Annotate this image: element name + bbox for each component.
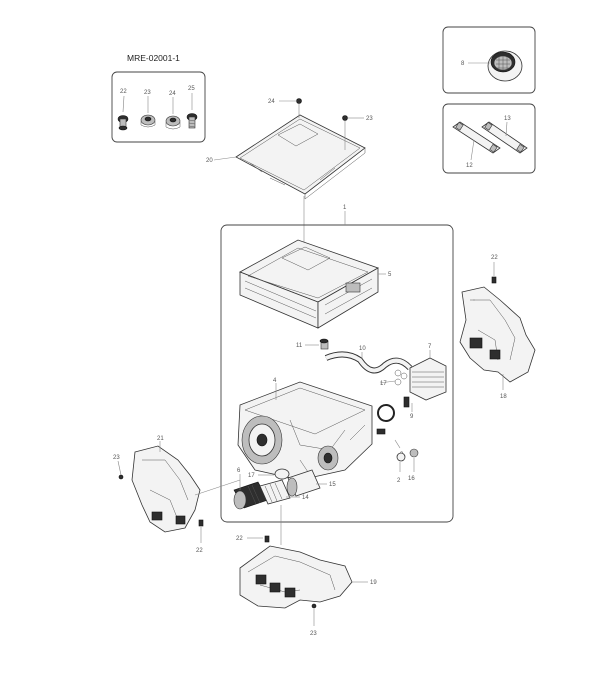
seal-rings: 17 [379,369,408,387]
label-12: 12 [466,163,473,169]
label-13: 13 [504,116,511,122]
label-16: 16 [408,476,415,482]
label-21: 21 [157,436,164,442]
filter-15: 15 [286,469,336,497]
inverter-module-5: 5 [239,239,392,329]
label-23b: 23 [366,116,373,122]
label-20: 20 [206,158,213,164]
nut-23-icon [140,114,156,128]
diagram-id: MRE-02001-1 [127,53,180,63]
main-assembly-frame: 1 [220,205,454,523]
label-23a: 23 [144,90,151,96]
nut-23-on-mount-19: 23 [310,603,317,637]
label-22a: 22 [120,89,127,95]
label-17b: 17 [248,473,255,479]
label-7: 7 [428,344,432,350]
busbar-12-icon [452,121,501,154]
label-24a: 24 [169,91,176,97]
bolt-25-icon [186,113,198,129]
label-4: 4 [273,378,277,384]
connector-callout-box: 8 [442,26,536,94]
label-25: 25 [188,86,195,92]
fastener-callout-box: 22 23 24 25 [111,71,206,143]
label-2: 2 [397,478,401,484]
filter-element-14: 14 [259,479,309,505]
label-17a: 17 [380,381,387,387]
bolt-22-on-bracket-18: 22 [491,255,498,284]
plug-16: 16 [408,448,419,482]
bolt-9: 9 [403,396,414,420]
label-1: 1 [343,205,347,211]
o-ring-seal [377,404,395,422]
mount-bracket-19: 19 [239,545,377,609]
bracket-21: 21 [131,436,201,533]
bolt-22-on-bracket-21: 22 [196,519,203,554]
label-23c: 23 [113,455,120,461]
label-5: 5 [388,272,392,278]
filter-cup-6: 6 [233,468,269,510]
label-6: 6 [237,468,241,474]
bolt-24-on-cover: 24 [268,98,302,118]
bolt-22-on-mount-19: 22 [236,535,270,543]
label-10: 10 [359,346,366,352]
busbar-13-icon [481,121,528,154]
seal-17-lower: 17 [248,468,290,480]
nut-23-on-bracket-21: 23 [113,455,124,480]
label-14: 14 [302,495,309,501]
gearbox-housing-4: 4 [237,378,373,481]
oil-cooler-7: 7 [409,344,447,401]
cover-plate-20: 20 [206,114,366,200]
label-22b: 22 [491,255,498,261]
coolant-hose-10: 10 [324,346,413,374]
bolt-22-icon [117,115,129,131]
connector-8-icon [487,50,523,82]
nut-24-icon [165,115,181,130]
label-8: 8 [461,61,465,67]
nut-23-on-cover: 23 [342,115,373,150]
bracket-18: 18 [459,286,536,400]
label-23d: 23 [310,631,317,637]
fitting-11: 11 [296,338,329,350]
label-11: 11 [296,343,303,349]
label-22c: 22 [196,548,203,554]
label-15: 15 [329,482,336,488]
plug-2: 2 [396,452,406,484]
busbar-callout-box: 12 13 [442,103,536,174]
label-22d: 22 [236,536,243,542]
label-19: 19 [370,580,377,586]
label-24b: 24 [268,99,275,105]
label-9: 9 [410,414,414,420]
label-18: 18 [500,394,507,400]
